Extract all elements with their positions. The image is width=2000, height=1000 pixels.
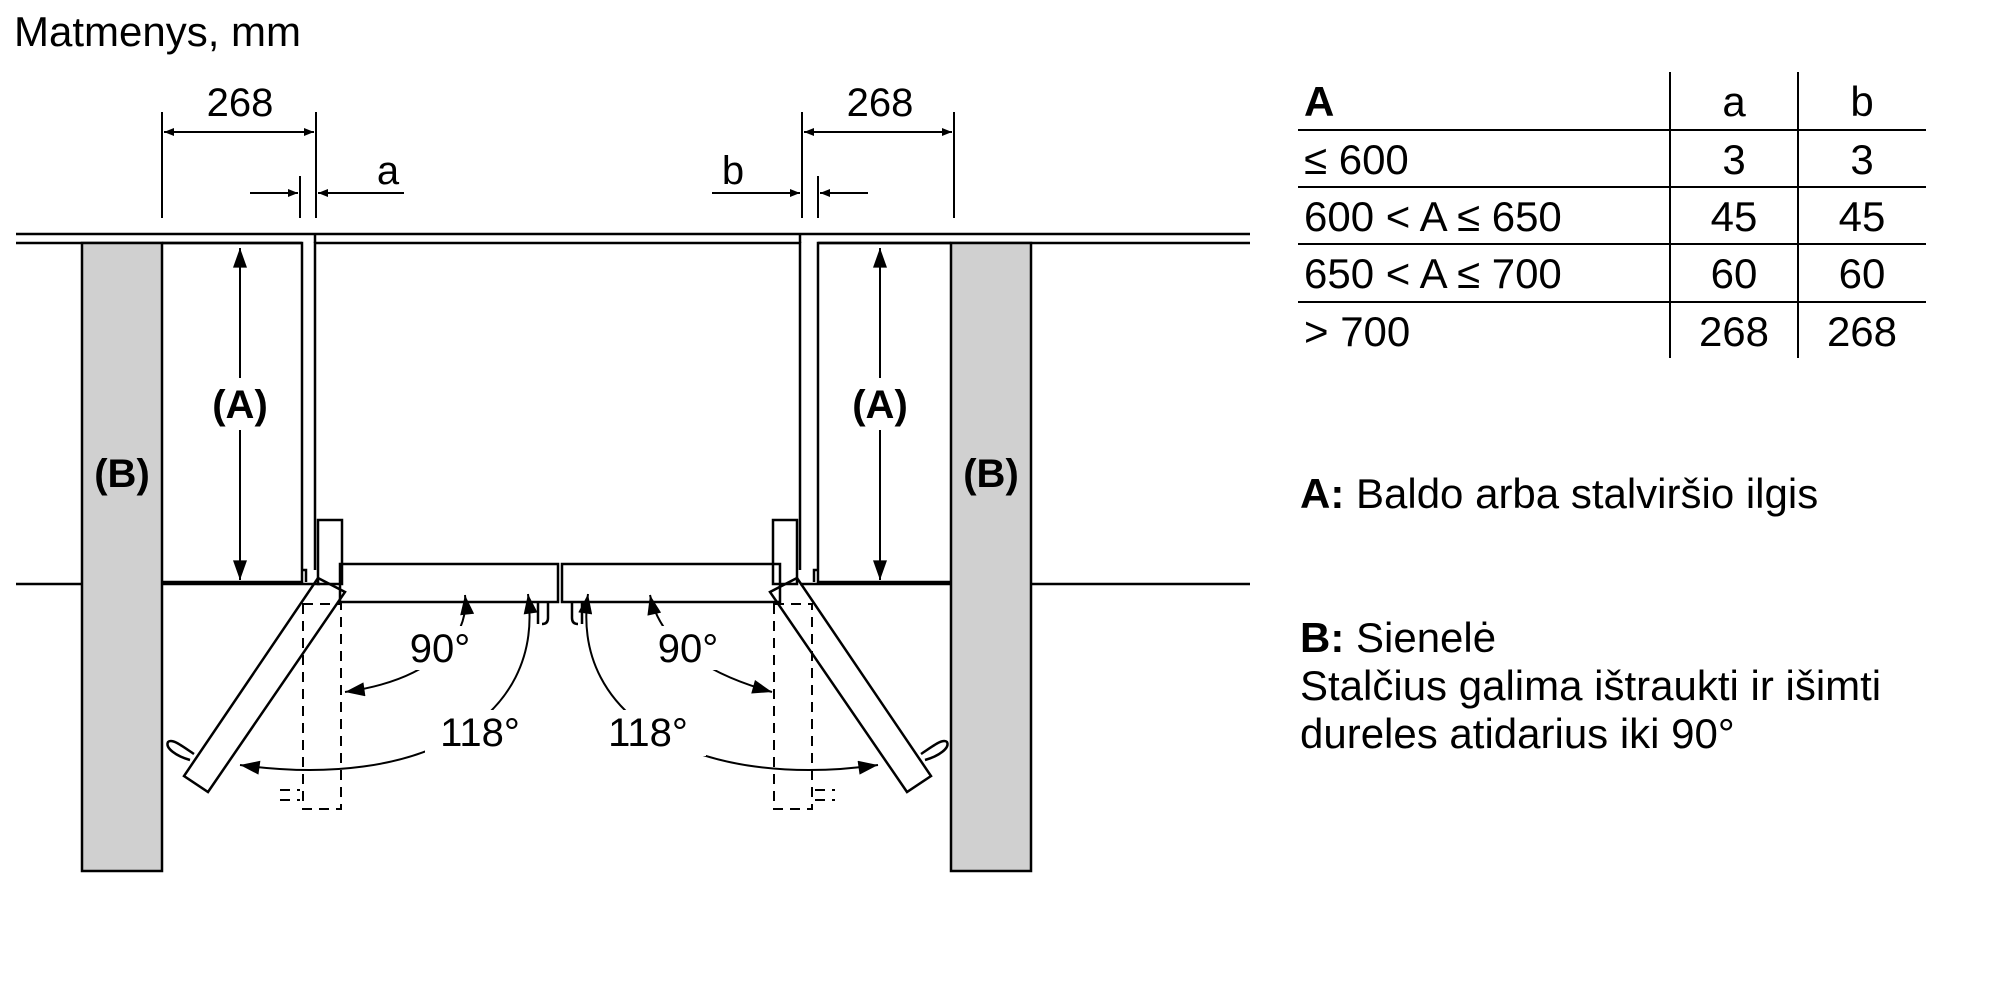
dim-a-label: a bbox=[377, 149, 400, 193]
right-wall bbox=[949, 241, 1033, 873]
legend-A: A: Baldo arba stalviršio ilgis bbox=[1300, 470, 1818, 518]
handle-left bbox=[166, 739, 195, 762]
table-cell: 268 bbox=[1827, 308, 1897, 355]
table-cell: > 700 bbox=[1304, 308, 1410, 355]
table-header-A: A bbox=[1304, 78, 1334, 125]
angle-90-left: 90° bbox=[410, 627, 471, 671]
label-A-right: (A) bbox=[852, 383, 908, 427]
table-header-b: b bbox=[1850, 78, 1873, 125]
left-cabinet bbox=[162, 241, 304, 584]
right-cabinet bbox=[816, 241, 951, 584]
label-B-right: (B) bbox=[963, 452, 1019, 496]
legend-B-key: B: bbox=[1300, 614, 1345, 661]
table-cell: 60 bbox=[1839, 250, 1886, 297]
door-left-90-dashed bbox=[302, 603, 342, 810]
angle-118-right: 118° bbox=[608, 711, 688, 755]
door-left-open bbox=[182, 576, 347, 794]
door-right-closed bbox=[560, 562, 782, 604]
table-cell: ≤ 600 bbox=[1304, 136, 1409, 183]
legend-A-text: Baldo arba stalviršio ilgis bbox=[1356, 470, 1819, 517]
angle-90-right: 90° bbox=[658, 627, 719, 671]
table-cell: 45 bbox=[1839, 193, 1886, 240]
dim-b-label: b bbox=[722, 149, 744, 193]
table-header-a: a bbox=[1722, 78, 1746, 125]
table-cell: 600 < A ≤ 650 bbox=[1304, 193, 1562, 240]
table-cell: 3 bbox=[1850, 136, 1873, 183]
angle-118-left: 118° bbox=[440, 711, 520, 755]
dim-268-left-label: 268 bbox=[207, 81, 274, 125]
table-cell: 268 bbox=[1699, 308, 1769, 355]
dim-268-right-label: 268 bbox=[847, 81, 914, 125]
appliance-body bbox=[313, 241, 802, 570]
table-cell: 3 bbox=[1722, 136, 1745, 183]
table-cell: 60 bbox=[1711, 250, 1758, 297]
legend-A-key: A: bbox=[1300, 470, 1345, 517]
diagram-title: Matmenys, mm bbox=[14, 8, 302, 55]
hinge-left bbox=[316, 518, 344, 586]
label-B-left: (B) bbox=[94, 452, 150, 496]
legend-note-line2: dureles atidarius iki 90° bbox=[1300, 710, 1735, 757]
left-wall bbox=[80, 241, 164, 873]
legend-B: B: Sienelė Stalčius galima ištraukti ir … bbox=[1300, 614, 1881, 758]
clearance-table: A a b ≤ 600 3 3 600 < A ≤ 650 45 45 650 … bbox=[1298, 72, 1926, 358]
door-left-closed bbox=[338, 562, 560, 604]
handle-right bbox=[920, 739, 949, 762]
label-A-left: (A) bbox=[212, 383, 268, 427]
legend-note-line1: Stalčius galima ištraukti ir išimti bbox=[1300, 662, 1882, 709]
door-right-open bbox=[768, 576, 933, 794]
legend-B-text: Sienelė bbox=[1356, 614, 1497, 661]
table-cell: 45 bbox=[1711, 193, 1758, 240]
door-right-90-dashed bbox=[773, 603, 813, 810]
hinge-right bbox=[771, 518, 799, 586]
table-cell: 650 < A ≤ 700 bbox=[1304, 250, 1562, 297]
